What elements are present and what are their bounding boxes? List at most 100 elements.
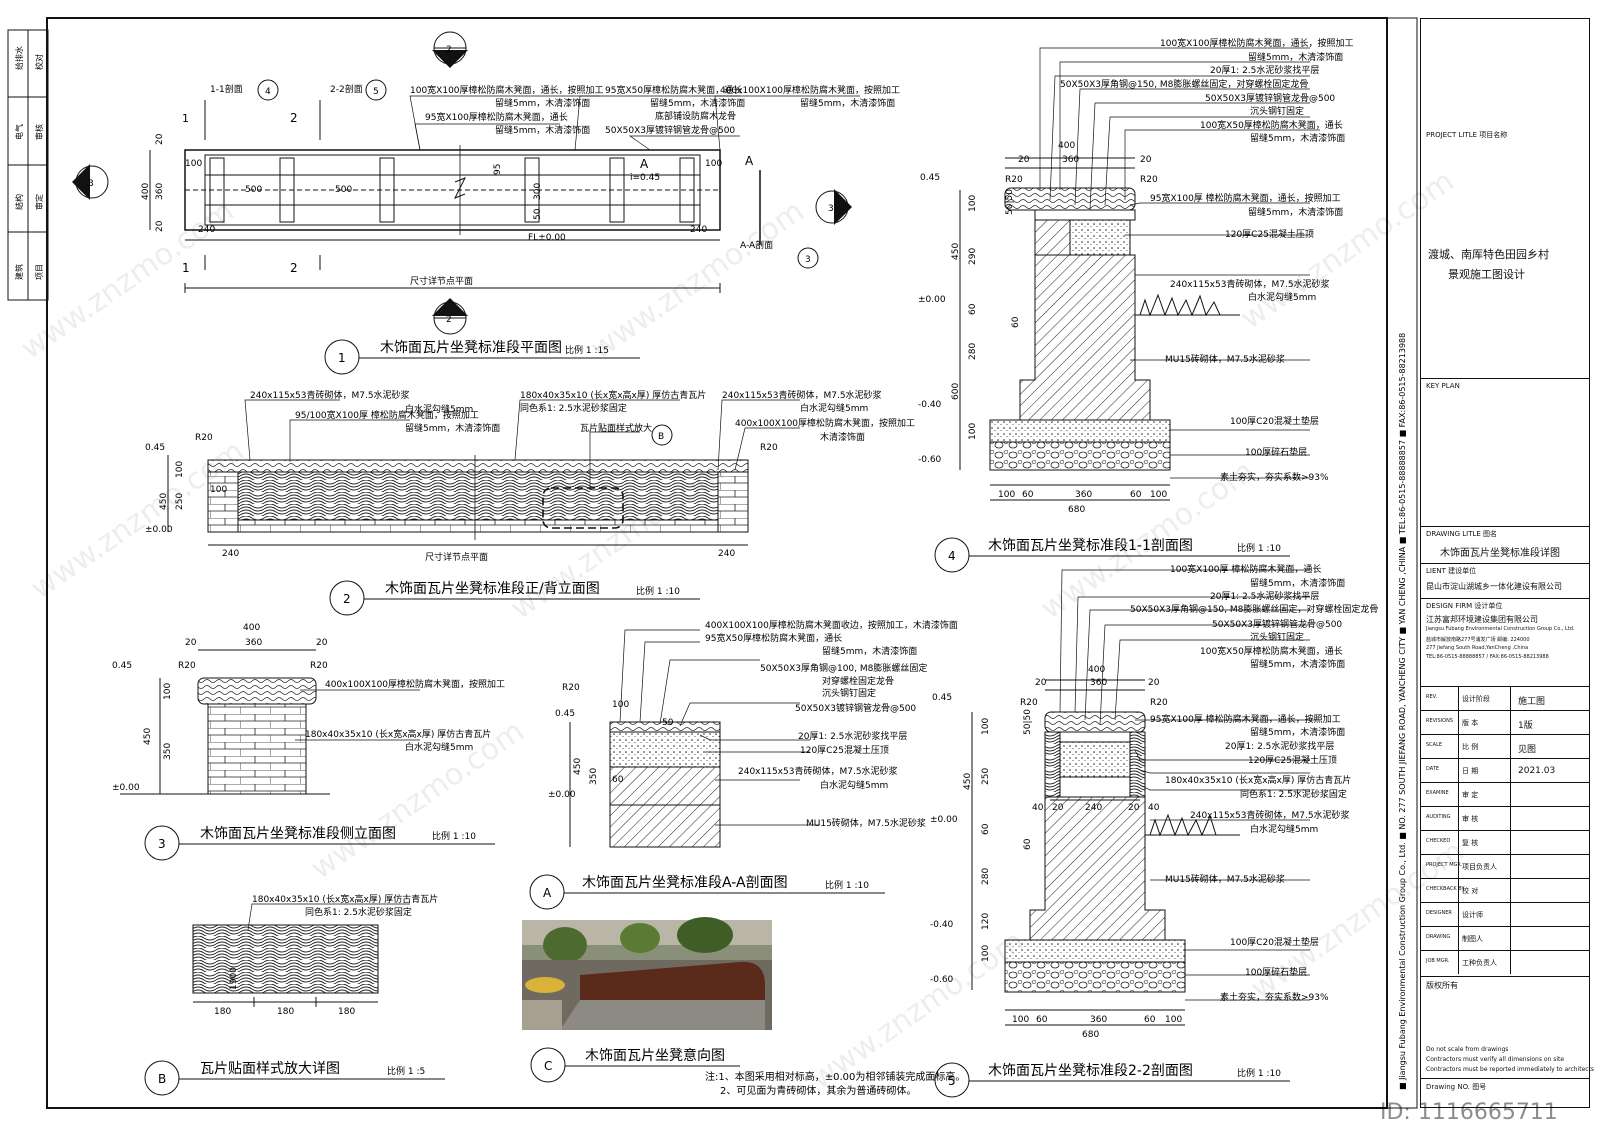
- svg-text:100宽X100厚樟松防腐木凳面，通长，按照加工: 100宽X100厚樟松防腐木凳面，通长，按照加工: [1160, 37, 1354, 49]
- svg-text:留缝5mm，木清漆饰面: 留缝5mm，木清漆饰面: [650, 97, 745, 109]
- svg-text:3: 3: [158, 837, 166, 851]
- svg-text:180x40x35x10 (长x宽x高x厚) 厚仿古青瓦片: 180x40x35x10 (长x宽x高x厚) 厚仿古青瓦片: [305, 728, 491, 740]
- svg-text:底部铺设防腐木龙骨: 底部铺设防腐木龙骨: [655, 110, 736, 122]
- svg-text:50X50X3厚镀锌钢管龙骨@500: 50X50X3厚镀锌钢管龙骨@500: [1212, 618, 1342, 630]
- svg-text:360: 360: [155, 183, 165, 200]
- revision-cn: 校 对: [1462, 887, 1479, 895]
- svg-text:120: 120: [981, 913, 991, 930]
- svg-text:100: 100: [981, 718, 991, 735]
- svg-text:100: 100: [1012, 1015, 1029, 1025]
- svg-text:MU15砖砌体，M7.5水泥砂浆: MU15砖砌体，M7.5水泥砂浆: [806, 817, 926, 829]
- revision-cn: 设计师: [1462, 911, 1483, 919]
- svg-text:400: 400: [1058, 141, 1075, 151]
- svg-text:250: 250: [175, 493, 185, 510]
- svg-text:同色系1: 2.5水泥砂浆固定: 同色系1: 2.5水泥砂浆固定: [305, 906, 412, 918]
- firm-label: DESIGN FIRM 设计单位: [1426, 602, 1503, 610]
- svg-text:100: 100: [1165, 1015, 1182, 1025]
- svg-text:白水泥勾缝5mm: 白水泥勾缝5mm: [1248, 291, 1316, 303]
- svg-text:60: 60: [612, 775, 624, 785]
- svg-text:20: 20: [155, 133, 165, 145]
- firm-name: 江苏富邦环境建设集团有限公司: [1426, 615, 1538, 624]
- svg-text:校对: 校对: [34, 54, 44, 70]
- svg-text:留缝5mm，木清漆饰面: 留缝5mm，木清漆饰面: [1248, 51, 1343, 63]
- copyright-line-2: Contractors must verify all dimensions o…: [1426, 1056, 1565, 1063]
- section-22: [971, 569, 1320, 1026]
- svg-text:对穿螺栓固定龙骨: 对穿螺栓固定龙骨: [822, 675, 894, 687]
- svg-text:100宽X50厚樟松防腐木凳面，通长: 100宽X50厚樟松防腐木凳面，通长: [1200, 645, 1343, 657]
- svg-text:0.45: 0.45: [112, 661, 132, 671]
- svg-text:1: 1: [338, 351, 346, 365]
- svg-text:100: 100: [185, 159, 202, 169]
- svg-text:60: 60: [968, 303, 978, 315]
- svg-text:0.45: 0.45: [920, 173, 940, 183]
- svg-text:电气: 电气: [14, 124, 24, 140]
- svg-text:A: A: [745, 154, 754, 168]
- svg-text:木饰面瓦片坐凳标准段A-A剖面图: 木饰面瓦片坐凳标准段A-A剖面图: [582, 875, 788, 891]
- svg-text:180: 180: [277, 1007, 294, 1017]
- revision-cn: 版 本: [1462, 719, 1479, 727]
- svg-text:240x115x53青砖砌体，M7.5水泥砂浆: 240x115x53青砖砌体，M7.5水泥砂浆: [1170, 278, 1330, 290]
- svg-text:C: C: [544, 1059, 552, 1073]
- svg-text:给排水: 给排水: [14, 46, 24, 70]
- svg-text:留缝5mm，木清漆饰面: 留缝5mm，木清漆饰面: [495, 124, 590, 136]
- revision-cn: 日 期: [1462, 767, 1479, 775]
- key-plan-label: KEY PLAN: [1426, 382, 1460, 390]
- svg-text:50X50X3厚角钢@150, M8膨胀螺丝固定，对穿螺栓固: 50X50X3厚角钢@150, M8膨胀螺丝固定，对穿螺栓固定龙骨: [1060, 78, 1308, 90]
- elevation-labels: 240x115x53青砖砌体，M7.5水泥砂浆 白水泥勾缝5mm 95/100宽…: [145, 389, 915, 563]
- svg-text:±0.00: ±0.00: [548, 790, 576, 800]
- svg-text:20厚1: 2.5水泥砂浆找平层: 20厚1: 2.5水泥砂浆找平层: [798, 730, 907, 742]
- svg-text:3: 3: [805, 255, 811, 265]
- svg-text:-0.40: -0.40: [918, 400, 942, 410]
- svg-text:20厚1: 2.5水泥砂浆找平层: 20厚1: 2.5水泥砂浆找平层: [1210, 590, 1319, 602]
- svg-text:95宽X50厚樟松防腐木凳面，通长: 95宽X50厚樟松防腐木凳面，通长: [705, 632, 842, 644]
- svg-text:100宽X100厚 樟松防腐木凳面，通长: 100宽X100厚 樟松防腐木凳面，通长: [1170, 563, 1321, 575]
- svg-text:50: 50: [662, 718, 674, 728]
- revision-cn: 审 核: [1462, 815, 1479, 823]
- svg-text:-0.40: -0.40: [930, 920, 954, 930]
- svg-text:-0.60: -0.60: [930, 975, 954, 985]
- copyright-line-3: Contractors must be reported immediately…: [1426, 1066, 1595, 1073]
- svg-text:100: 100: [175, 461, 185, 478]
- svg-text:白水泥勾缝5mm: 白水泥勾缝5mm: [405, 741, 473, 753]
- svg-text:40: 40: [1148, 803, 1160, 813]
- svg-text:比例 1 :5: 比例 1 :5: [387, 1065, 425, 1077]
- svg-text:FL±0.00: FL±0.00: [528, 233, 566, 243]
- svg-text:沉头钢钉固定: 沉头钢钉固定: [1250, 105, 1304, 117]
- svg-text:比例 1 :10: 比例 1 :10: [432, 830, 476, 842]
- svg-text:60: 60: [1011, 316, 1021, 328]
- svg-text:瓦片贴面样式放大: 瓦片贴面样式放大: [580, 422, 652, 434]
- svg-text:R20: R20: [178, 661, 196, 671]
- section-aa: [569, 629, 820, 848]
- svg-text:500: 500: [335, 185, 352, 195]
- svg-text:95宽X100厚 樟松防腐木凳面，通长，按照加工: 95宽X100厚 樟松防腐木凳面，通长，按照加工: [1150, 713, 1341, 725]
- svg-text:R20: R20: [1150, 698, 1168, 708]
- svg-text:100宽X100厚樟松防腐木凳面，通长，按照加工: 100宽X100厚樟松防腐木凳面，通长，按照加工: [410, 84, 604, 96]
- svg-text:2: 2: [290, 261, 298, 275]
- svg-text:木清漆饰面: 木清漆饰面: [820, 431, 865, 443]
- svg-text:100: 100: [612, 700, 629, 710]
- firm-address-en: 277 Jiefang South Road,YanCheng ,China: [1426, 645, 1529, 651]
- svg-text:50|50: 50|50: [1005, 189, 1015, 215]
- svg-text:素土夯实，夯实系数>93%: 素土夯实，夯实系数>93%: [1220, 471, 1329, 483]
- svg-text:20: 20: [1140, 155, 1152, 165]
- svg-text:MU15砖砌体，M7.5水泥砂浆: MU15砖砌体，M7.5水泥砂浆: [1165, 873, 1285, 885]
- svg-text:60: 60: [981, 823, 991, 835]
- revision-en: AUDITING: [1426, 814, 1451, 820]
- revision-val: 施工图: [1518, 697, 1546, 707]
- svg-text:±0.00: ±0.00: [918, 295, 946, 305]
- svg-text:240x115x53青砖砌体，M7.5水泥砂浆: 240x115x53青砖砌体，M7.5水泥砂浆: [1190, 809, 1350, 821]
- svg-text:20: 20: [316, 638, 328, 648]
- svg-text:95宽X50厚樟松防腐木凳面，通长: 95宽X50厚樟松防腐木凳面，通长: [605, 84, 742, 96]
- svg-text:240: 240: [690, 225, 707, 235]
- svg-text:R20: R20: [310, 661, 328, 671]
- svg-text:项目: 项目: [35, 264, 44, 280]
- svg-text:350: 350: [589, 768, 599, 785]
- svg-text:100厚碎石垫层: 100厚碎石垫层: [1245, 966, 1307, 978]
- svg-text:A-A剖面: A-A剖面: [740, 239, 773, 251]
- drawing-title-label: DRAWING LITLE 图名: [1426, 530, 1498, 538]
- svg-text:A: A: [543, 886, 552, 900]
- svg-text:20: 20: [1035, 678, 1047, 688]
- revision-en: PROJECT MGR.: [1426, 862, 1463, 868]
- svg-text:100: 100: [705, 159, 722, 169]
- front-elevation: [167, 399, 800, 546]
